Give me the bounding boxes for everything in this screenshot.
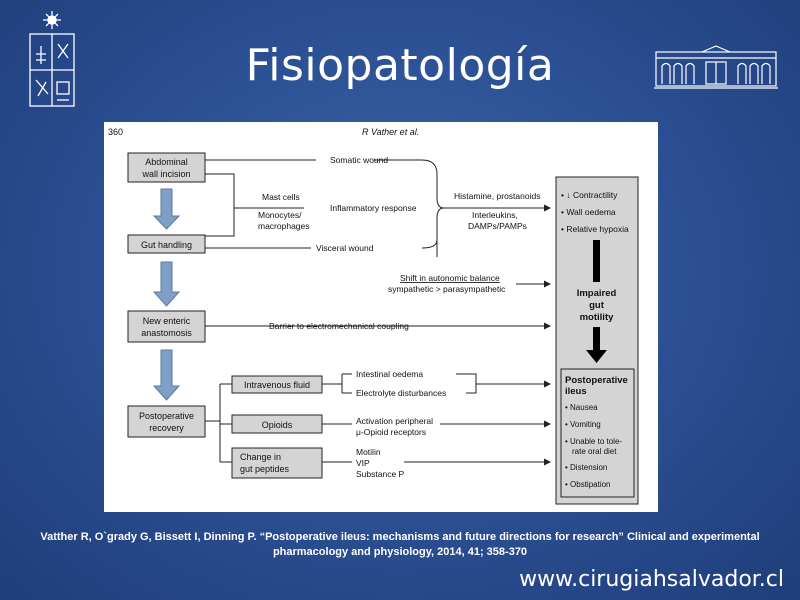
outcome-nausea: • Nausea [565,403,598,412]
intervention-label: Opioids [262,420,293,430]
stage-postoperative-recovery: Postoperative recovery [127,405,206,438]
label-activation-peripheral: Activation peripheral [356,416,433,426]
stage-abdominal-wall-incision: Abdominal wall incision [127,152,206,183]
citation-line-2: pharmacology and physiology, 2014, 41; 3… [272,546,528,558]
intervention-intravenous-fluid: Intravenous fluid [231,375,323,394]
slide-title: Fisiopatología [245,40,555,91]
down-arrow-icon [152,349,181,401]
label-inflammatory-response: Inflammatory response [330,203,417,213]
label-somatic-wound: Somatic wound [330,155,388,165]
outcome-box-postoperative-ileus: Postoperative ileus • Nausea • Vomiting … [560,368,635,498]
outcome-unable-line1: • Unable to tole- [565,437,622,446]
down-arrow-icon [586,350,607,363]
outcome-distension: • Distension [565,463,607,472]
outcome-vomiting: • Vomiting [565,420,601,429]
impaired-motility-line2: gut [589,300,605,311]
effect-wall-oedema: • Wall oedema [561,207,616,217]
stage-label: Gut handling [141,240,192,250]
intervention-gut-peptides: Change in gut peptides [231,447,323,479]
label-barrier-coupling: Barrier to electromechanical coupling [269,321,409,331]
thick-arrow-shaft [593,327,600,351]
intervention-opioids: Opioids [231,414,323,434]
label-histamine-prostanoids: Histamine, prostanoids [454,191,540,201]
outcome-title-line1: Postoperative [565,375,628,386]
effect-contractility: • ↓ Contractility [561,190,618,200]
ileus-flow-diagram: 360 R Vather et al. Abdominal wall incis… [108,127,639,505]
label-interleukins: Interleukins, [472,210,518,220]
label-motilin: Motilin [356,447,381,457]
label-autonomic-shift: Shift in autonomic balance [400,273,500,283]
hospital-building-logo [654,45,778,89]
intervention-label: gut peptides [240,464,290,474]
impaired-motility-line3: motility [580,312,614,323]
label-sympathetic-parasympathetic: sympathetic > parasympathetic [388,284,506,294]
label-macrophages: macrophages [258,221,310,231]
pathophysiology-figure: 360 R Vather et al. Abdominal wall incis… [104,122,658,512]
running-header: R Vather et al. [362,127,419,137]
intervention-label: Intravenous fluid [244,380,310,390]
label-intestinal-oedema: Intestinal oedema [356,369,423,379]
stage-gut-handling: Gut handling [127,234,206,254]
label-monocytes: Monocytes/ [258,210,302,220]
label-substance-p: Substance P [356,469,405,479]
stage-label: recovery [149,423,184,433]
stage-new-enteric-anastomosis: New enteric anastomosis [127,310,206,343]
stage-label: Postoperative [139,411,194,421]
label-vip: VIP [356,458,370,468]
label-electrolyte-disturbances: Electrolyte disturbances [356,388,446,398]
outcome-obstipation: • Obstipation [565,480,611,489]
stage-label: anastomosis [141,328,192,338]
page-number: 360 [108,127,123,137]
stage-label: New enteric [143,316,191,326]
label-visceral-wound: Visceral wound [316,243,374,253]
stage-label: wall incision [141,169,190,179]
down-arrow-icon [152,188,181,230]
intervention-label: Change in [240,452,281,462]
impaired-motility-line1: Impaired [577,288,617,299]
down-arrow-icon [152,261,181,307]
university-crest-logo [29,11,75,107]
website-url: www.cirugiahsalvador.cl [519,567,784,592]
outcome-unable-line2: rate oral diet [572,447,617,456]
label-damps-pamps: DAMPs/PAMPs [468,221,527,231]
thick-arrow-shaft [593,240,600,282]
label-mast-cells: Mast cells [262,192,300,202]
label-opioid-receptors: μ-Opioid receptors [356,427,426,437]
reference-citation: Vatther R, O`grady G, Bissett I, Dinning… [40,530,760,560]
citation-line-1: Vatther R, O`grady G, Bissett I, Dinning… [40,531,760,543]
stage-label: Abdominal [145,157,188,167]
effect-relative-hypoxia: • Relative hypoxia [561,224,629,234]
outcome-title-line2: ileus [565,386,587,397]
